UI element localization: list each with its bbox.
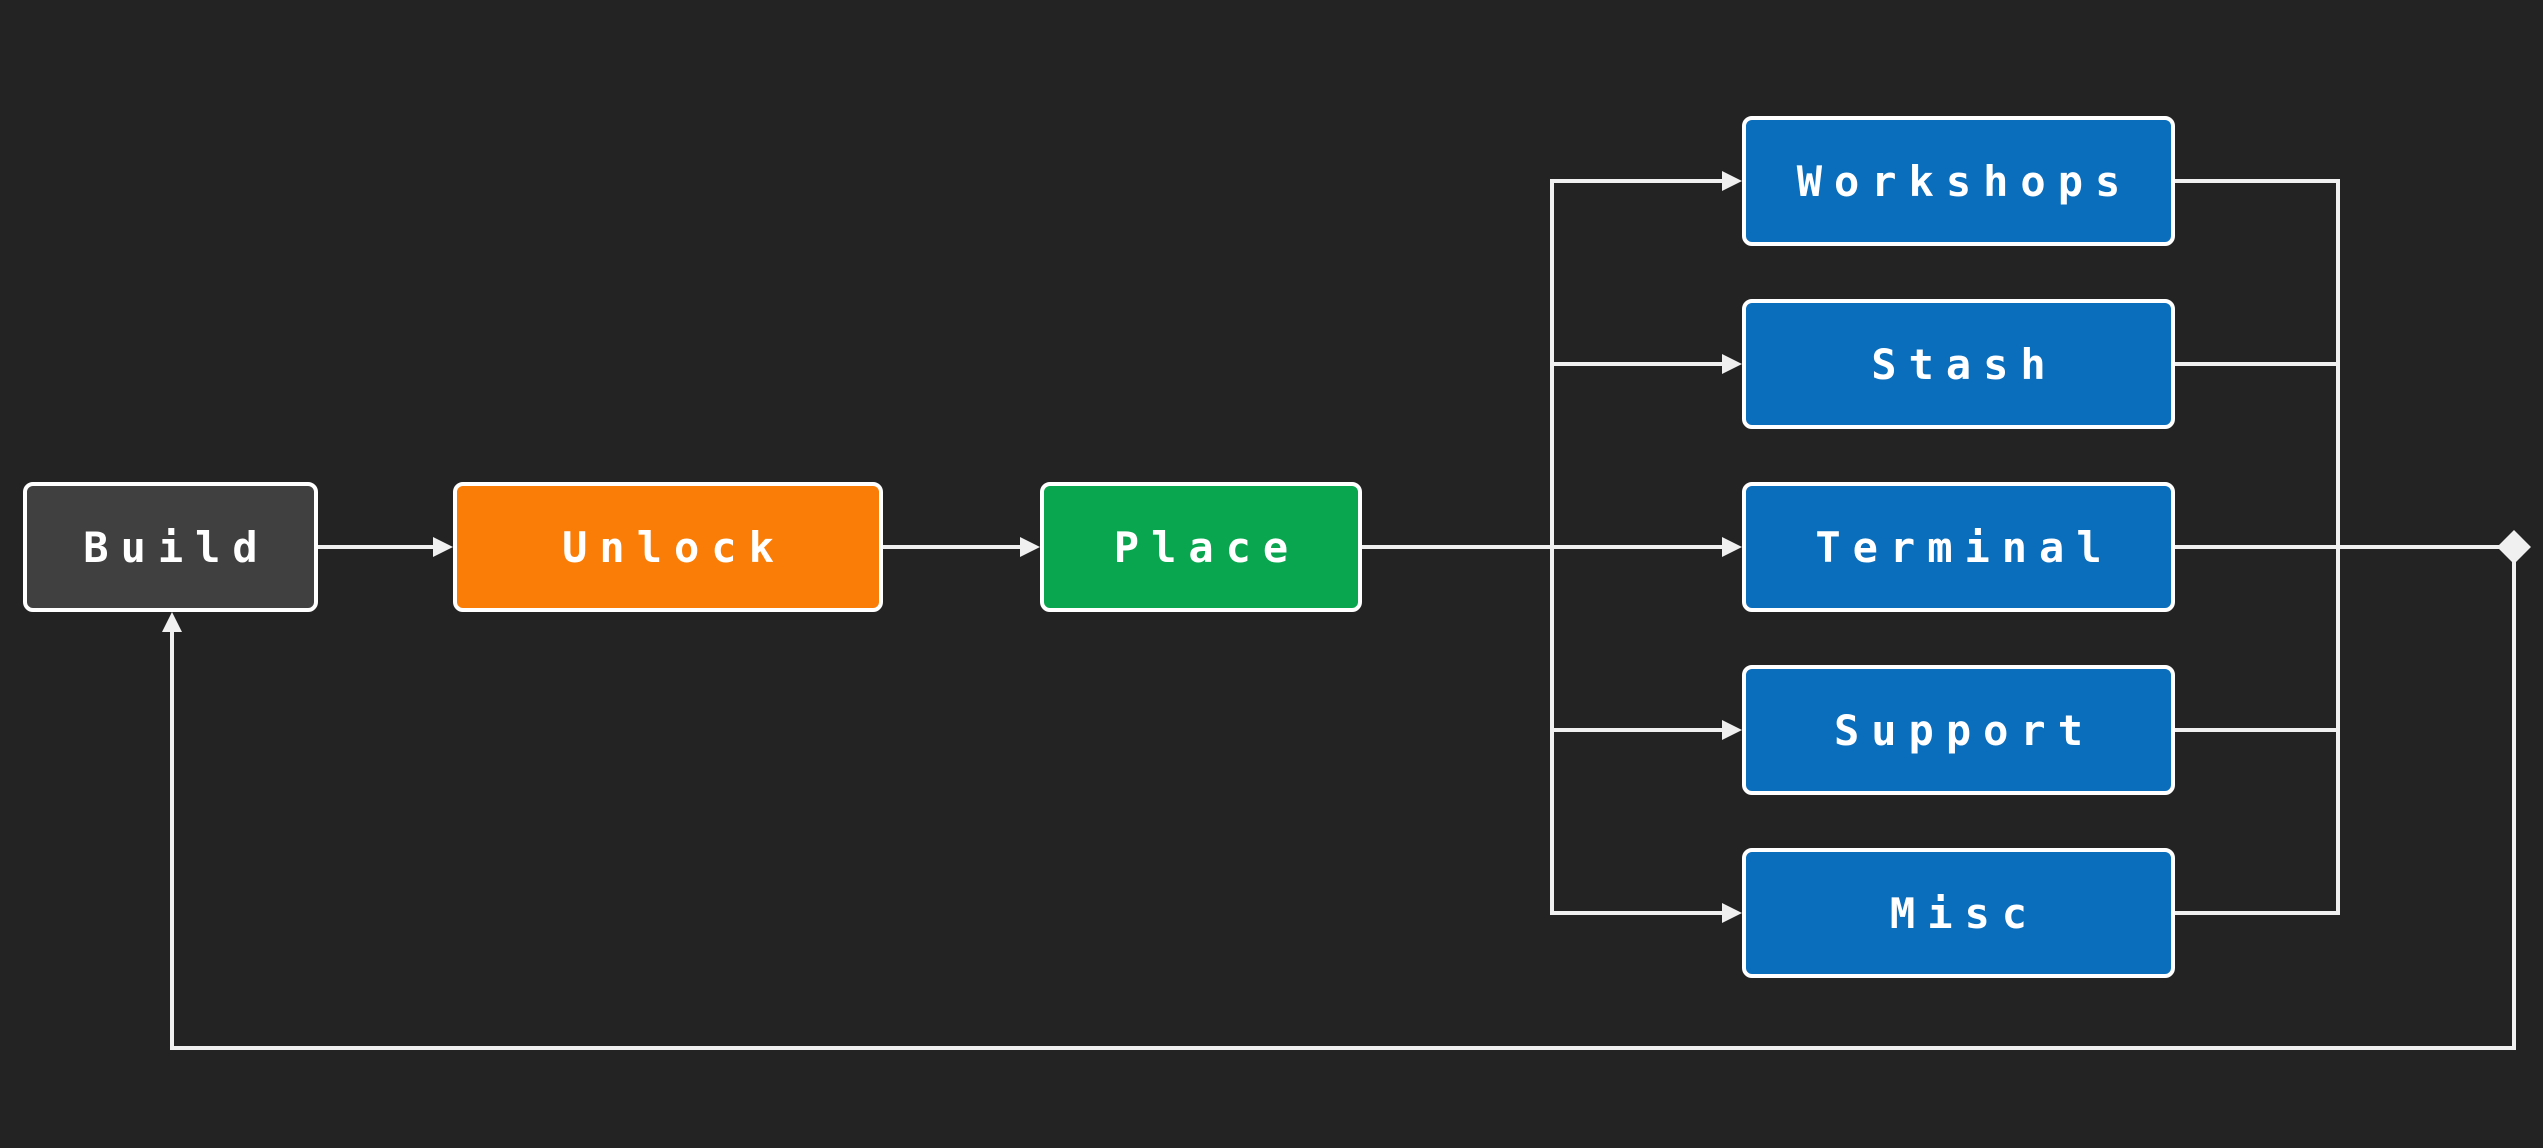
edge-place-stash-line	[1552, 362, 1722, 366]
node-unlock-label: Unlock	[562, 522, 786, 572]
node-support-label: Support	[1833, 705, 2095, 755]
node-place-label: Place	[1113, 522, 1301, 572]
branch-vertical-line	[1550, 179, 1554, 915]
loopback-bottom-line	[170, 1046, 2516, 1050]
loopback-right-vertical-line	[2512, 547, 2516, 1048]
edge-place-support-arrowhead-icon	[1722, 720, 1742, 740]
node-misc-label: Misc	[1889, 888, 2040, 938]
edge-place-terminal-arrowhead-icon	[1722, 537, 1742, 557]
edge-loopback-build-arrowhead-icon	[162, 612, 182, 632]
node-build-label: Build	[83, 522, 270, 572]
edge-place-support-line	[1552, 728, 1722, 732]
node-terminal: Terminal	[1742, 482, 2175, 612]
node-terminal-label: Terminal	[1815, 522, 2114, 572]
edge-build-unlock-line	[318, 545, 433, 549]
node-misc: Misc	[1742, 848, 2175, 978]
edge-place-terminal-line	[1362, 545, 1722, 549]
edge-place-misc-line	[1552, 911, 1722, 915]
edge-unlock-place-line	[883, 545, 1020, 549]
edge-stash-out-line	[2175, 362, 2340, 366]
node-stash-label: Stash	[1871, 339, 2058, 389]
loopback-left-vertical-line	[170, 632, 174, 1048]
node-workshops-label: Workshops	[1796, 156, 2133, 206]
node-workshops: Workshops	[1742, 116, 2175, 246]
node-support: Support	[1742, 665, 2175, 795]
edge-place-misc-arrowhead-icon	[1722, 903, 1742, 923]
edge-place-workshops-arrowhead-icon	[1722, 171, 1742, 191]
edge-place-stash-arrowhead-icon	[1722, 354, 1742, 374]
edge-build-unlock-arrowhead-icon	[433, 537, 453, 557]
edge-place-workshops-line	[1552, 179, 1722, 183]
edge-unlock-place-arrowhead-icon	[1020, 537, 1040, 557]
edge-workshops-out-line	[2175, 179, 2340, 183]
node-unlock: Unlock	[453, 482, 883, 612]
edge-misc-out-line	[2175, 911, 2340, 915]
node-build: Build	[23, 482, 318, 612]
edge-terminal-out-line	[2175, 545, 2500, 549]
edge-support-out-line	[2175, 728, 2340, 732]
node-stash: Stash	[1742, 299, 2175, 429]
node-place: Place	[1040, 482, 1362, 612]
